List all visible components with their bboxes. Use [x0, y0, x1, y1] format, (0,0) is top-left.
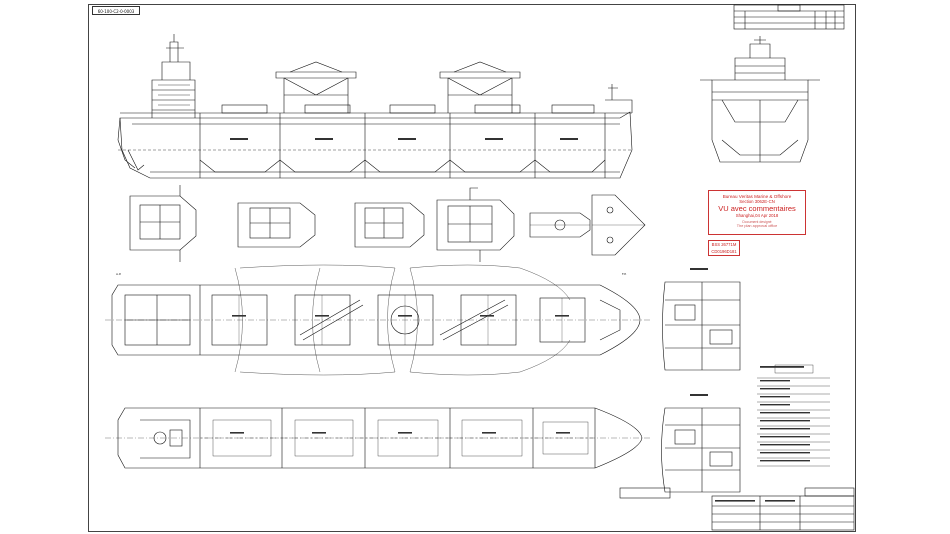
stamp-section: Section 3062E-CN — [739, 199, 775, 204]
revision-table — [733, 4, 845, 30]
forecastle-detail-upper — [662, 281, 741, 371]
ship-profile-elevation — [117, 34, 633, 179]
reference-stamp: BSS 26771M CD0196D181 — [708, 240, 740, 256]
stamp-society: Bureau Veritas Marine & Offshore — [722, 194, 792, 199]
aft-perpendicular-label: A.P. — [116, 272, 122, 276]
stamp-office: The plan approval office — [736, 224, 778, 228]
reference-stamp-line2: CD0196D181 — [711, 249, 737, 254]
fore-perpendicular-label: F.P. — [622, 272, 627, 276]
stamp-date: Shanghai,04 Apr 2018 — [735, 213, 779, 218]
forecastle-detail-lower — [661, 407, 741, 493]
classification-stamp: Bureau Veritas Marine & Offshore Section… — [708, 190, 806, 235]
midship-section — [700, 36, 820, 163]
document-reference: 60-100-C2-0-0003 — [92, 6, 140, 15]
principal-particulars-table — [757, 364, 830, 467]
stamp-status: VU avec commentaires — [718, 204, 796, 213]
drawing-frame — [88, 4, 856, 532]
title-block — [619, 487, 855, 531]
drawing-sheet — [88, 0, 858, 534]
reference-stamp-line1: BSS 26771M — [711, 242, 737, 247]
deck-plans-row — [129, 185, 646, 262]
stamp-note: Document designé — [742, 220, 772, 224]
